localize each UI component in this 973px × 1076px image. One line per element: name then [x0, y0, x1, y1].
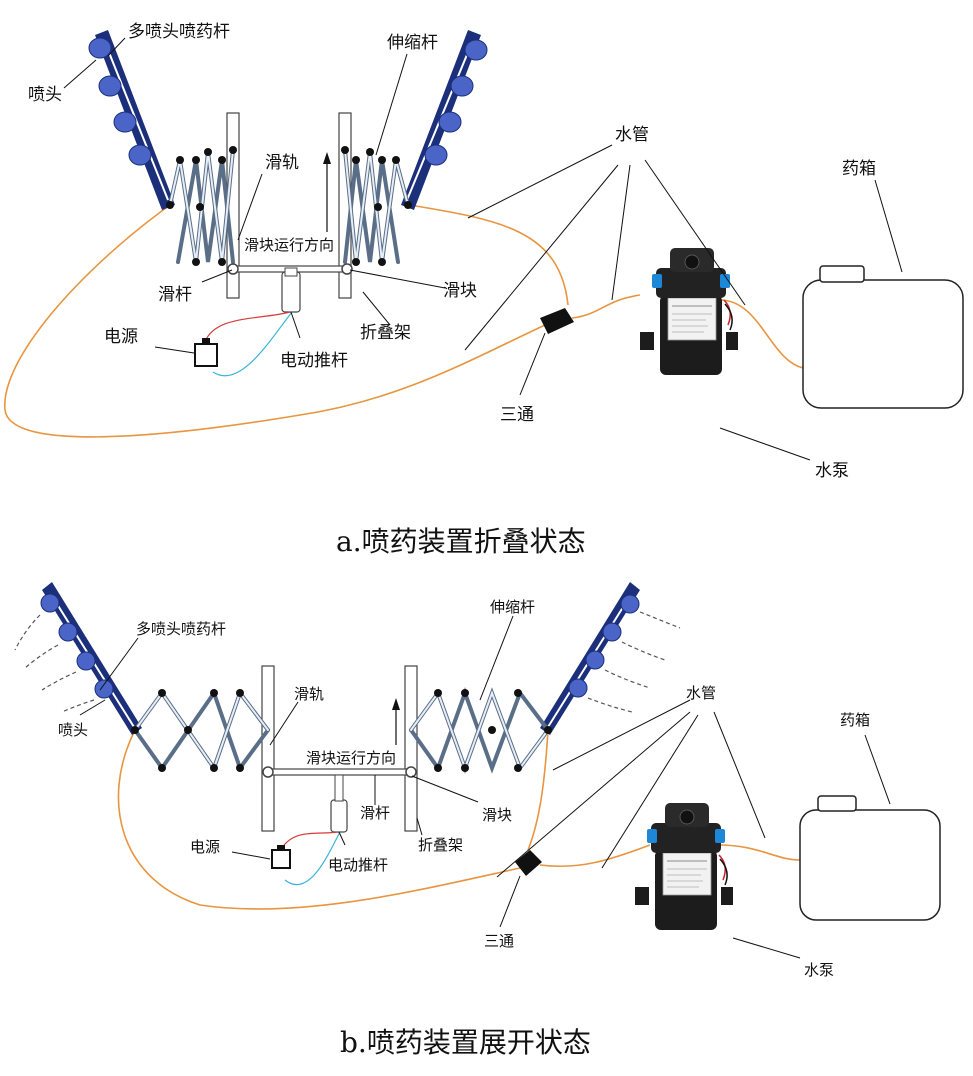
- label-multi-nozzle-boom: 多喷头喷药杆: [136, 620, 226, 638]
- slider-joint: [405, 766, 417, 778]
- hose-b: [117, 729, 801, 910]
- panel-a: 多喷头喷药杆 喷头 伸缩杆 滑轨 滑块运行方向 滑杆 滑块 折叠架 电源 电动推…: [4, 22, 964, 558]
- label-folding-frame: 折叠架: [360, 323, 411, 343]
- nozzle-icon: [450, 75, 474, 97]
- label-slider: 滑块: [443, 281, 477, 301]
- label-water-pipe: 水管: [686, 684, 716, 702]
- nozzle-icon: [98, 75, 122, 97]
- nozzle-icon: [58, 622, 78, 642]
- label-slider: 滑块: [482, 806, 512, 824]
- slider-joint: [262, 766, 274, 778]
- slider-joint: [341, 263, 353, 275]
- boom-left-b: [14, 582, 142, 735]
- arrow-up-icon: [392, 698, 400, 710]
- nozzle-icon: [424, 144, 448, 166]
- label-slide-rail: 滑轨: [294, 685, 324, 703]
- label-slide-bar: 滑杆: [360, 804, 390, 822]
- pump-icon: [634, 802, 734, 931]
- label-direction: 滑块运行方向: [306, 749, 396, 767]
- nozzle-icon: [76, 651, 96, 671]
- scissor-left-a: [166, 146, 237, 266]
- caption-b: b.喷药装置展开状态: [340, 1026, 591, 1059]
- boom-left-a: [88, 30, 175, 210]
- label-pump: 水泵: [815, 461, 849, 481]
- tank-icon: [799, 795, 941, 921]
- arrow-up-icon: [323, 152, 331, 164]
- tee-connector: [540, 308, 574, 334]
- panel-b: 多喷头喷药杆 喷头 伸缩杆 滑轨 滑块运行方向 滑杆 滑块 折叠架 电源 电动推…: [14, 582, 941, 1059]
- pump-icon: [639, 247, 739, 376]
- label-multi-nozzle-boom: 多喷头喷药杆: [128, 22, 230, 42]
- slider-joint: [227, 263, 239, 275]
- leaders-a: [63, 37, 903, 461]
- label-telescopic-rod: 伸缩杆: [490, 598, 535, 616]
- nozzle-icon: [113, 111, 137, 133]
- nozzle-icon: [438, 111, 462, 133]
- label-water-pipe: 水管: [615, 125, 649, 145]
- label-power: 电源: [104, 327, 138, 347]
- boom-right-b: [540, 582, 681, 735]
- label-actuator: 电动推杆: [280, 351, 348, 371]
- label-folding-frame: 折叠架: [418, 836, 463, 854]
- label-pump: 水泵: [804, 961, 834, 979]
- slide-bar: [267, 768, 412, 776]
- leaders-b: [79, 615, 891, 959]
- label-power: 电源: [190, 838, 220, 856]
- label-direction: 滑块运行方向: [244, 236, 334, 254]
- hose-a: [4, 204, 804, 438]
- label-tee: 三通: [484, 932, 514, 950]
- label-tank: 药箱: [840, 711, 870, 729]
- label-nozzle: 喷头: [28, 85, 62, 105]
- label-slide-rail: 滑轨: [265, 153, 299, 173]
- boom-right-a: [401, 30, 488, 210]
- caption-a: a.喷药装置折叠状态: [336, 525, 586, 558]
- tank-icon: [802, 265, 964, 409]
- scissor-left-b: [131, 688, 270, 773]
- nozzle-icon: [620, 594, 640, 614]
- nozzle-icon: [464, 39, 488, 61]
- battery-icon: [271, 849, 291, 869]
- slide-rail-right: [404, 665, 418, 832]
- nozzle-icon: [88, 37, 112, 59]
- nozzle-icon: [94, 679, 114, 699]
- scissor-right-a: [341, 146, 412, 266]
- nozzle-icon: [585, 650, 605, 670]
- nozzle-icon: [568, 678, 588, 698]
- label-actuator: 电动推杆: [328, 856, 388, 874]
- label-tank: 药箱: [842, 159, 876, 179]
- electric-actuator: [281, 271, 301, 313]
- label-slide-bar: 滑杆: [158, 285, 192, 305]
- nozzle-icon: [602, 622, 622, 642]
- label-nozzle: 喷头: [58, 721, 88, 739]
- slide-rail-left: [261, 665, 275, 832]
- nozzle-icon: [40, 593, 60, 613]
- electric-actuator: [330, 799, 348, 833]
- label-telescopic-rod: 伸缩杆: [387, 33, 438, 53]
- label-tee: 三通: [500, 405, 534, 425]
- scissor-right-b: [409, 687, 552, 774]
- battery-icon: [194, 343, 218, 367]
- nozzle-icon: [128, 144, 152, 166]
- tee-connector: [515, 850, 542, 876]
